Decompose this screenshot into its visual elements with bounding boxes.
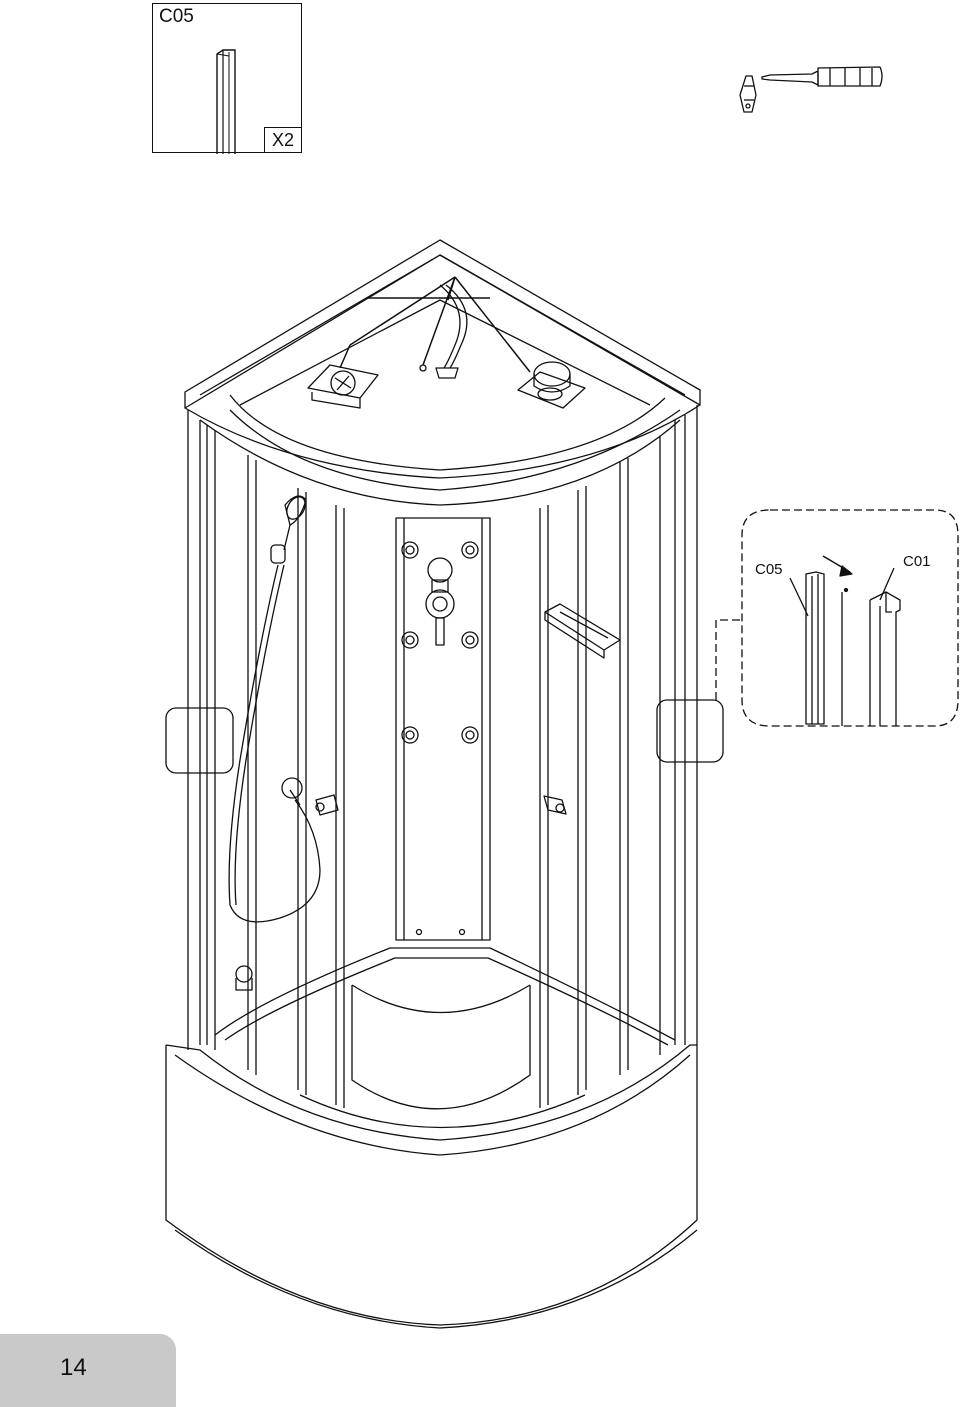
door-handle-right xyxy=(543,795,567,815)
wall-outlet xyxy=(281,777,303,806)
speaker-icon xyxy=(517,361,586,409)
shower-tray xyxy=(165,947,698,1329)
detail-panel xyxy=(741,509,959,727)
leader-lines xyxy=(339,276,531,373)
fan-icon xyxy=(307,364,379,409)
detail-label-c05: C05 xyxy=(755,561,783,578)
door-handle-left xyxy=(315,794,339,816)
page-number: 14 xyxy=(60,1354,87,1381)
back-column-panel xyxy=(395,517,491,941)
part-callout-box: C05 X2 xyxy=(152,3,302,154)
callout-box-left xyxy=(165,707,234,774)
part-code: C05 xyxy=(159,6,194,27)
shower-head-icon xyxy=(228,495,321,923)
frame-posts xyxy=(187,405,698,1050)
profile-strip-icon xyxy=(216,49,236,154)
drain-knob xyxy=(235,965,253,991)
detail-label-c01: C01 xyxy=(903,553,931,570)
detail-leader xyxy=(715,619,742,700)
screwdriver-icon xyxy=(739,66,883,113)
sliding-doors xyxy=(214,430,661,1108)
callout-box-right xyxy=(656,699,724,763)
hose-connector xyxy=(419,284,468,379)
page-number-tab: 14 xyxy=(0,1334,176,1407)
corner-shelf xyxy=(544,603,621,659)
quantity-badge: X2 xyxy=(264,127,302,153)
cabin-roof xyxy=(184,239,701,506)
